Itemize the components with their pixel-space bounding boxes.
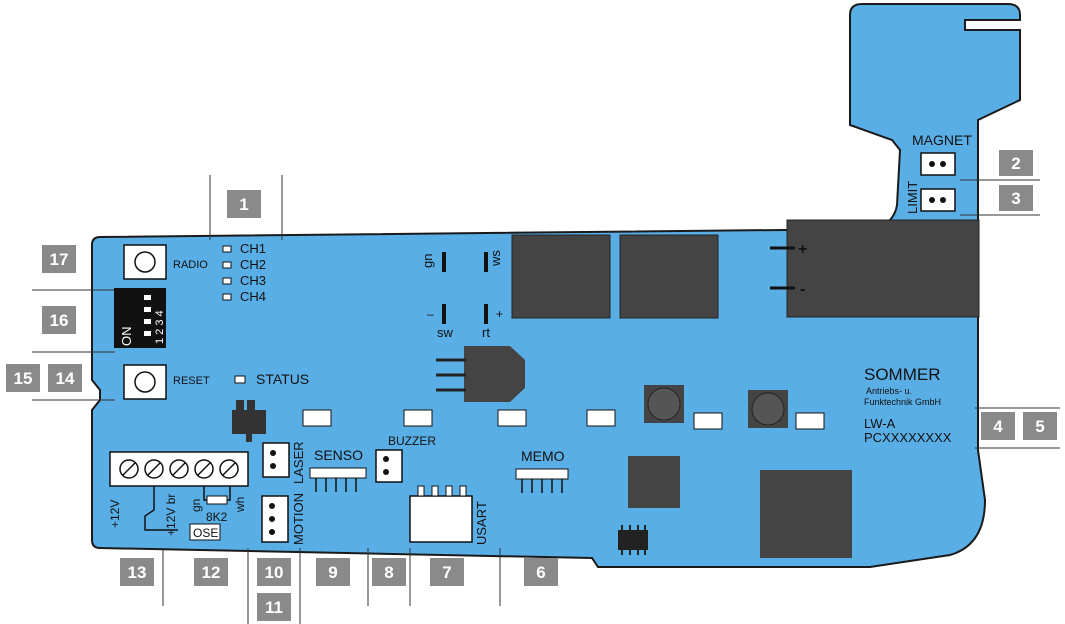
ch2-label: CH2 [240,257,266,272]
svg-text:2: 2 [1011,154,1020,173]
svg-text:6: 6 [536,563,545,582]
svg-text:17: 17 [50,250,69,269]
magnet-connector[interactable] [920,152,956,176]
svg-text:5: 5 [1035,417,1044,436]
plus12v-left-label: +12V [108,500,122,528]
capacitor-2 [751,392,785,426]
leader-lines [32,175,1060,624]
svg-text:3: 3 [1011,189,1020,208]
laser-connector[interactable] [262,442,290,478]
callout-11 [257,593,291,621]
callout-9 [316,558,350,586]
serial-label: PCXXXXXXXX [864,430,952,445]
magnet-label: MAGNET [912,132,972,148]
ch4-label: CH4 [240,289,266,304]
relay-1 [511,234,611,319]
svg-text:14: 14 [56,369,75,388]
svg-text:13: 13 [128,563,147,582]
svg-text:10: 10 [265,563,284,582]
slide-switch[interactable] [232,410,266,434]
callout-16 [42,306,76,334]
callout-badges: 1 17 16 15 14 2 3 4 5 13 12 10 11 9 8 7 … [6,150,1057,621]
callout-5 [1023,412,1057,440]
brand-name: SOMMER [864,365,941,384]
minus-label: - [800,281,805,298]
chip-2 [760,470,852,558]
reset-label: RESET [173,375,210,387]
sw-label: sw [437,325,454,340]
dip-on-label: ON [119,327,134,347]
callout-15 [6,364,40,392]
callout-7 [430,558,464,586]
company-line-1: Antriebs- u. [866,386,912,396]
senso-header[interactable] [309,467,367,479]
callout-8 [372,558,406,586]
ch1-label: CH1 [240,241,266,256]
limit-connector[interactable] [920,188,956,212]
model-label: LW-A [864,416,896,431]
callout-6 [524,558,558,586]
rt-label: rt [482,325,490,340]
svg-text:9: 9 [328,563,337,582]
plus-label: + [798,241,807,258]
ch3-label: CH3 [240,273,266,288]
ose-box [189,523,221,541]
usart-connector[interactable] [409,495,473,543]
plus12v-br-label: +12V br [164,494,178,536]
memo-label: MEMO [521,448,565,464]
callout-14 [48,364,82,392]
ws-label: ws [488,250,503,267]
chip-1 [628,456,680,508]
radio-label: RADIO [173,259,208,271]
dip-switch-levers [144,295,151,336]
limit-label: LIMIT [905,181,920,214]
r8k2-label: 8K2 [206,510,228,524]
status-led [234,375,246,384]
wh-label: wh [233,497,247,513]
callout-2 [999,150,1033,176]
callout-12 [194,558,228,586]
dip-switch[interactable] [114,288,166,348]
callout-3 [999,185,1033,211]
motion-label: MOTION [291,493,306,545]
svg-text:7: 7 [442,563,451,582]
gn-top-label: gn [420,254,435,268]
rt-plus-label: + [496,307,503,321]
chip-3 [618,530,648,550]
callout-4 [981,412,1015,440]
svg-text:16: 16 [50,311,69,330]
svg-text:4: 4 [993,417,1003,436]
usart-label: USART [474,501,489,545]
led-row [302,409,825,430]
status-label: STATUS [256,371,309,387]
relay-2 [619,234,719,319]
capacitor-1 [647,387,681,421]
channel-leds [222,245,232,301]
callout-13 [120,558,154,586]
ose-label: OSE [193,526,218,540]
svg-text:8: 8 [384,563,393,582]
buzzer-connector[interactable] [375,449,403,483]
dip-numbers-label: 1 2 3 4 [154,310,166,344]
senso-label: SENSO [314,447,363,463]
svg-text:15: 15 [14,369,33,388]
svg-text:1: 1 [239,195,248,214]
callout-10 [257,558,291,586]
motor-connector [786,219,980,318]
gn-label: gn [189,499,203,512]
svg-text:12: 12 [202,563,221,582]
svg-text:11: 11 [265,598,283,617]
laser-label: LASER [291,441,306,484]
company-line-2: Funktechnik GmbH [864,397,941,407]
callout-17 [42,245,76,273]
buzzer-label: BUZZER [388,434,436,448]
memo-header[interactable] [515,468,569,480]
sw-minus-label: – [427,307,434,321]
callout-1 [227,190,261,218]
voltage-regulator [464,346,492,402]
